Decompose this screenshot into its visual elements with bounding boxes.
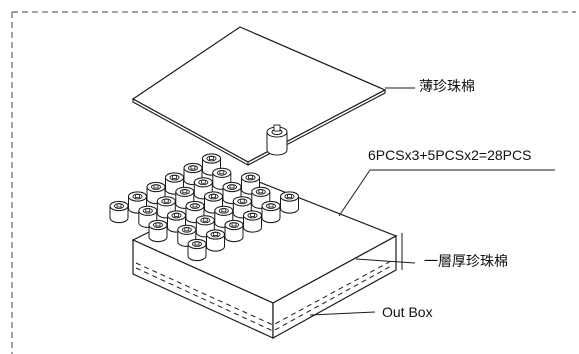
- quantity-label: 6PCSx3+5PCSx2=28PCS: [368, 147, 532, 163]
- thin-foam-label: 薄珍珠棉: [419, 79, 475, 95]
- connector-unit: [187, 238, 207, 262]
- connector-unit: [243, 210, 262, 233]
- connector-unit: [280, 191, 299, 214]
- connector-unit: [165, 172, 184, 195]
- connector-unit: [148, 219, 168, 243]
- connector-unit: [109, 200, 129, 224]
- dashed-border: [11, 11, 576, 354]
- thin-foam-sheet: [131, 26, 387, 166]
- outer-box-label: Out Box: [382, 304, 433, 320]
- connector-sample: [266, 124, 288, 156]
- thick-foam-label: 一層厚珍珠棉: [424, 254, 508, 270]
- connector-unit: [261, 200, 281, 224]
- connector-unit: [206, 229, 225, 252]
- connector-unit: [224, 219, 244, 243]
- leader-lines: [309, 87, 555, 316]
- connector-grid: [109, 153, 299, 262]
